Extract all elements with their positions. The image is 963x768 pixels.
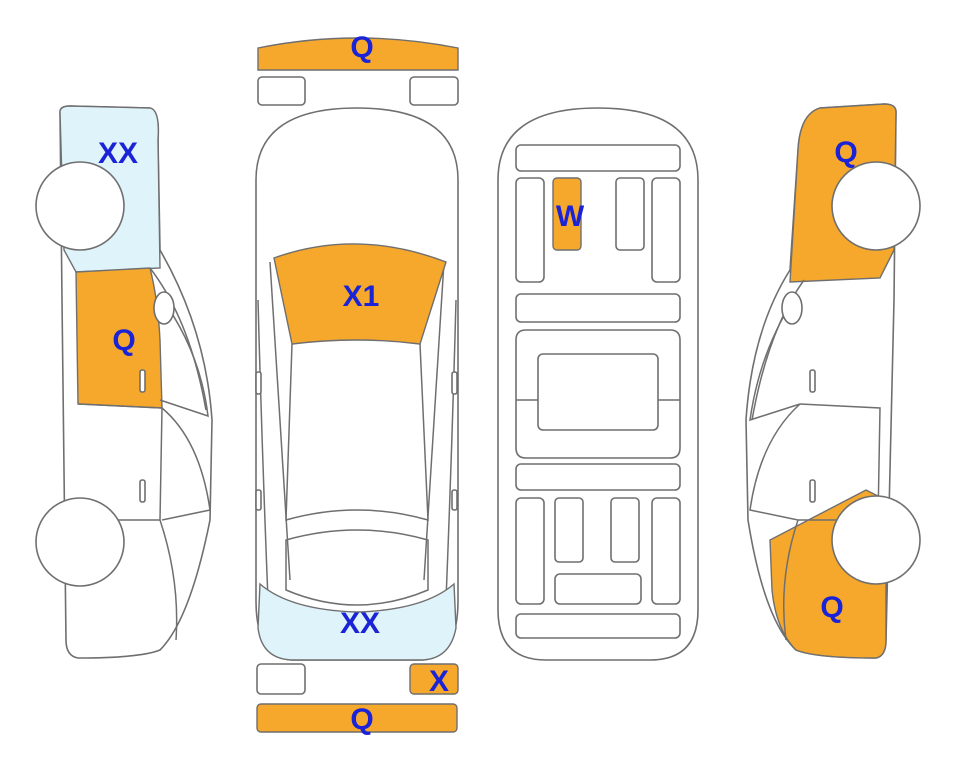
- under-rear-part-a: [554, 497, 584, 563]
- undercarriage-part-label: W: [556, 200, 585, 233]
- rear-left-light[interactable]: [256, 663, 306, 695]
- windshield[interactable]: [273, 243, 447, 345]
- rear-window-label: XX: [340, 607, 380, 640]
- front-left-light[interactable]: [257, 76, 306, 106]
- front-bumper-group: Q: [257, 31, 459, 106]
- under-rear-bar: [515, 613, 681, 639]
- under-muffler: [554, 573, 642, 605]
- car-right-side-view: Q Q: [745, 103, 921, 659]
- rear-bumper-group: X Q: [256, 663, 459, 736]
- left-rear-handle: [139, 479, 146, 503]
- windshield-label: X1: [343, 280, 380, 313]
- left-rear-window: [161, 407, 211, 521]
- right-front-wheel: [831, 161, 921, 251]
- trunk-line: [285, 529, 429, 606]
- rear-bumper[interactable]: [256, 703, 458, 733]
- under-rear-left-rail: [515, 497, 545, 605]
- right-front-handle: [809, 369, 816, 393]
- under-rear-part-b: [610, 497, 640, 563]
- right-pillar-a: [751, 279, 805, 421]
- left-rear-wheel: [35, 497, 125, 587]
- left-pillar-a: [149, 267, 207, 411]
- under-rear-cross: [515, 463, 681, 491]
- left-door-handle: [255, 489, 262, 511]
- front-bumper[interactable]: [257, 37, 459, 71]
- under-center-part: [615, 177, 645, 251]
- left-body-line: [257, 299, 269, 601]
- right-mirror: [451, 371, 458, 395]
- left-front-handle: [139, 369, 146, 393]
- car-left-side-view: XX Q: [35, 105, 213, 659]
- right-rear-handle: [809, 479, 816, 503]
- front-bumper-label: Q: [350, 31, 373, 64]
- rear-small-panel-label: X: [429, 665, 449, 698]
- rear-small-panel[interactable]: [409, 663, 459, 695]
- under-front-bar: [515, 144, 681, 172]
- left-mirror: [255, 371, 262, 395]
- rear-window[interactable]: [257, 582, 457, 661]
- under-cross-member: [515, 293, 681, 323]
- under-rear-right-rail: [651, 497, 681, 605]
- rear-bumper-label: Q: [350, 703, 373, 736]
- under-left-rail: [515, 177, 545, 283]
- left-door-seam: [77, 403, 163, 521]
- right-mirror-shape: [781, 291, 803, 325]
- right-pillar-line: [423, 261, 445, 581]
- right-body-line: [445, 299, 457, 601]
- undercarriage-view: W: [497, 107, 699, 661]
- front-right-light[interactable]: [409, 76, 459, 106]
- right-rear-wheel: [831, 495, 921, 585]
- left-mirror-shape: [153, 291, 175, 325]
- left-front-door-label: Q: [112, 324, 135, 357]
- left-rocker-line: [159, 519, 178, 641]
- left-front-wheel: [35, 161, 125, 251]
- right-rocker-line: [783, 519, 799, 641]
- roof-outline: [285, 343, 429, 522]
- left-front-fender-label: XX: [98, 137, 138, 170]
- left-pillar-line: [269, 261, 291, 581]
- right-rear-quarter-label: Q: [820, 591, 843, 624]
- under-fuel-tank: [537, 353, 659, 431]
- under-right-rail: [651, 177, 681, 283]
- right-front-fender-label: Q: [834, 136, 857, 169]
- undercarriage-part[interactable]: [552, 177, 582, 251]
- car-top-view: X1 XX: [255, 107, 459, 661]
- right-door-handle: [451, 489, 458, 511]
- right-rear-window: [749, 403, 801, 521]
